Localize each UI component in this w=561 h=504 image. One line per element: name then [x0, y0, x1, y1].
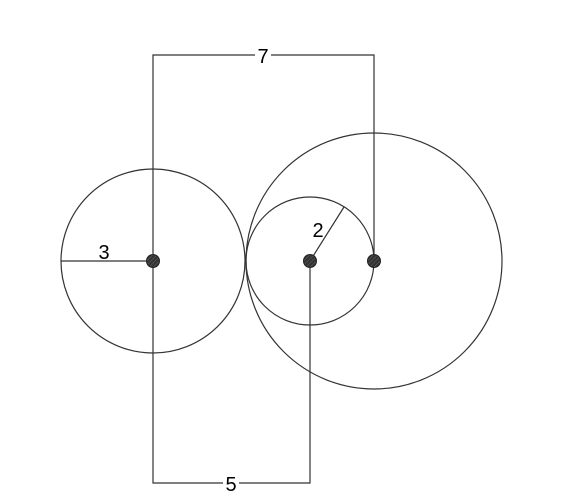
top-label-bg	[255, 45, 271, 65]
top-distance-bracket	[152, 54, 375, 261]
top-distance-label: 7	[257, 46, 268, 68]
large-center-point	[367, 254, 381, 268]
bottom-label-bg	[223, 474, 239, 494]
left-radius-label: 3	[98, 242, 109, 264]
bottom-distance-bracket	[152, 261, 311, 484]
left-center-point	[146, 254, 160, 268]
bottom-distance-label: 5	[225, 474, 236, 496]
inner-radius-label: 2	[312, 220, 323, 242]
inner-center-point	[303, 254, 317, 268]
inner-radius-line	[309, 206, 345, 262]
